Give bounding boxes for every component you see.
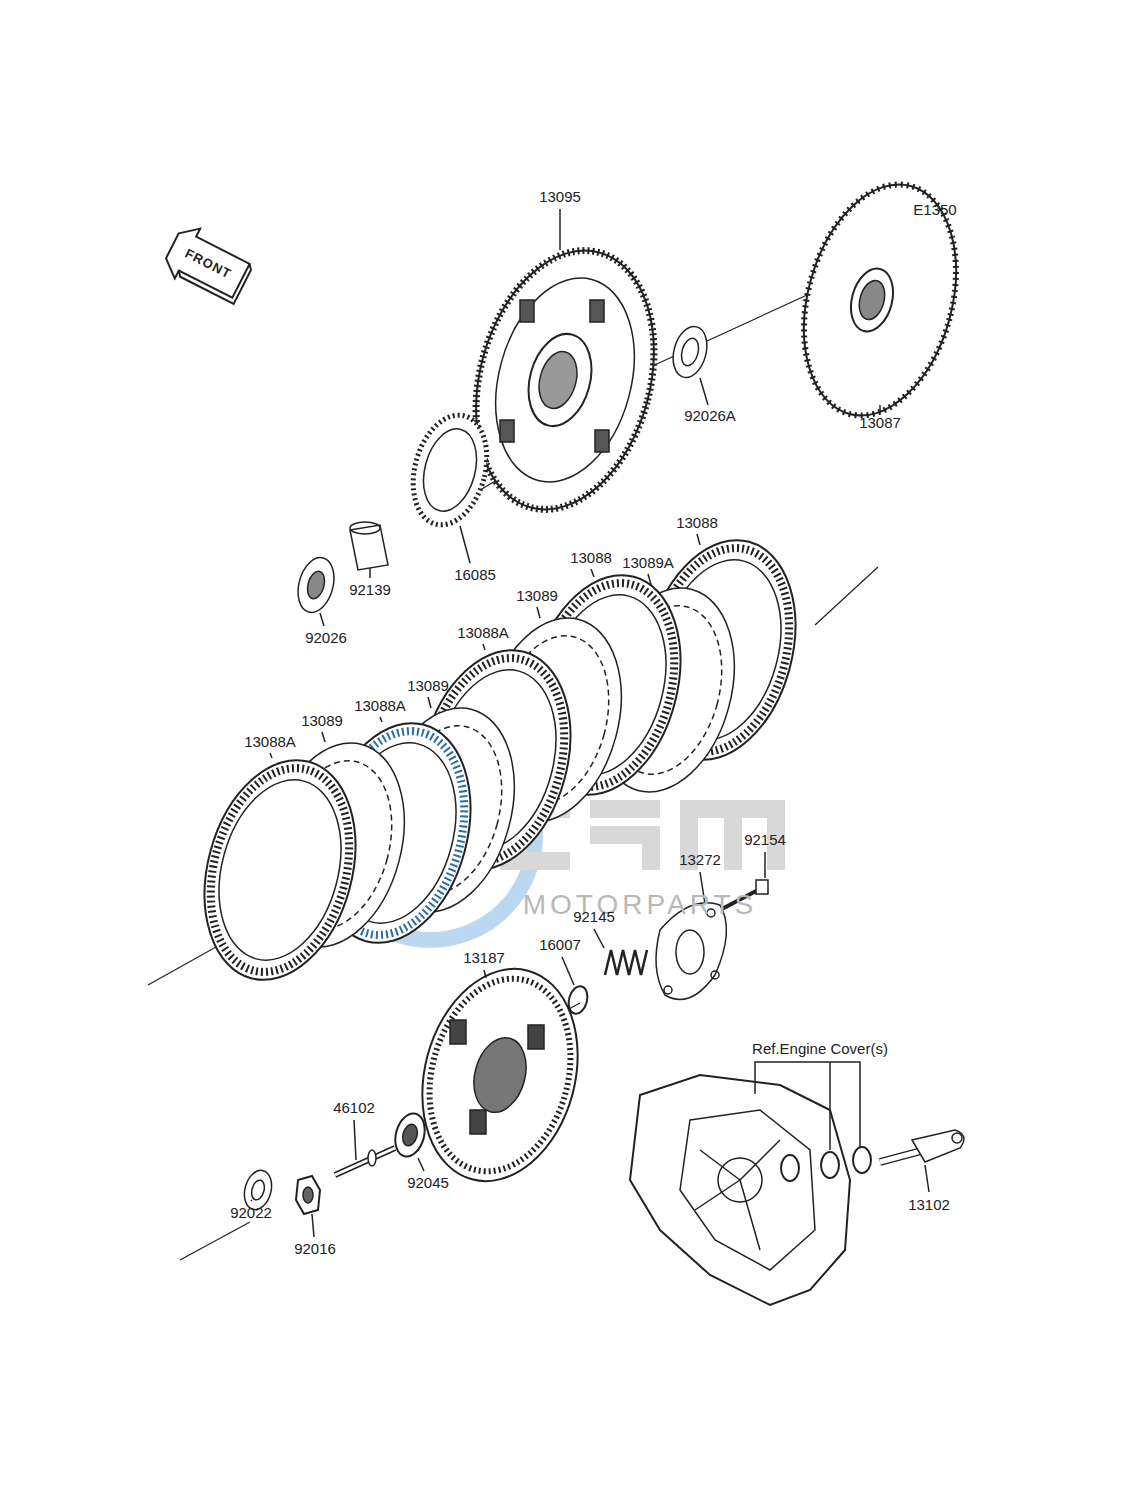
callout-number: 13089	[407, 678, 449, 695]
callout-number: 13089A	[622, 555, 674, 572]
callout-number: 13088	[570, 550, 612, 567]
callout-number: 13272	[679, 852, 721, 869]
callout-number: 92139	[349, 582, 391, 599]
reference-note: Ref.Engine Cover(s)	[752, 1041, 888, 1058]
engine-cover	[630, 1062, 871, 1305]
release-shaft-13102	[880, 1130, 964, 1192]
washer-92026A	[668, 323, 712, 405]
clutch-housing-13095	[449, 209, 682, 530]
callout-number: 92154	[744, 832, 786, 849]
pressure-plate-13187	[400, 951, 601, 1198]
sleeve-92139	[350, 522, 388, 578]
figure-code: E1350	[913, 202, 956, 219]
watermark-text: MOTORPARTS	[523, 890, 757, 921]
callout-number: 13088A	[244, 734, 296, 751]
callout-number: 13087	[859, 415, 901, 432]
gear-16085	[402, 407, 499, 563]
callout-number: 92016	[294, 1241, 336, 1258]
washer-92026	[292, 554, 339, 626]
callout-number: 13089	[301, 713, 343, 730]
callout-number: 13089	[516, 588, 558, 605]
callout-number: 13088	[676, 515, 718, 532]
callout-number: 16085	[454, 567, 496, 584]
callout-number: 16007	[539, 937, 581, 954]
nut-92016	[296, 1176, 320, 1237]
clutch-hub-13087	[780, 167, 980, 432]
callout-number: 92026A	[684, 408, 736, 425]
friction-plate	[181, 743, 378, 997]
pushrod-46102	[335, 1120, 395, 1175]
callout-number: 13088A	[354, 698, 406, 715]
callout-number: 13102	[908, 1197, 950, 1214]
callout-number: 92022	[230, 1205, 272, 1222]
callout-number: 13088A	[457, 625, 509, 642]
callout-number: 92045	[407, 1175, 449, 1192]
spring-92145	[594, 929, 647, 975]
callout-number: 92026	[305, 630, 347, 647]
callout-number: 92145	[573, 909, 615, 926]
callout-number: 46102	[333, 1100, 375, 1117]
callout-number: 13095	[539, 189, 581, 206]
callout-number: 13187	[463, 950, 505, 967]
bearing-92045	[391, 1110, 429, 1171]
front-arrow	[160, 221, 258, 308]
